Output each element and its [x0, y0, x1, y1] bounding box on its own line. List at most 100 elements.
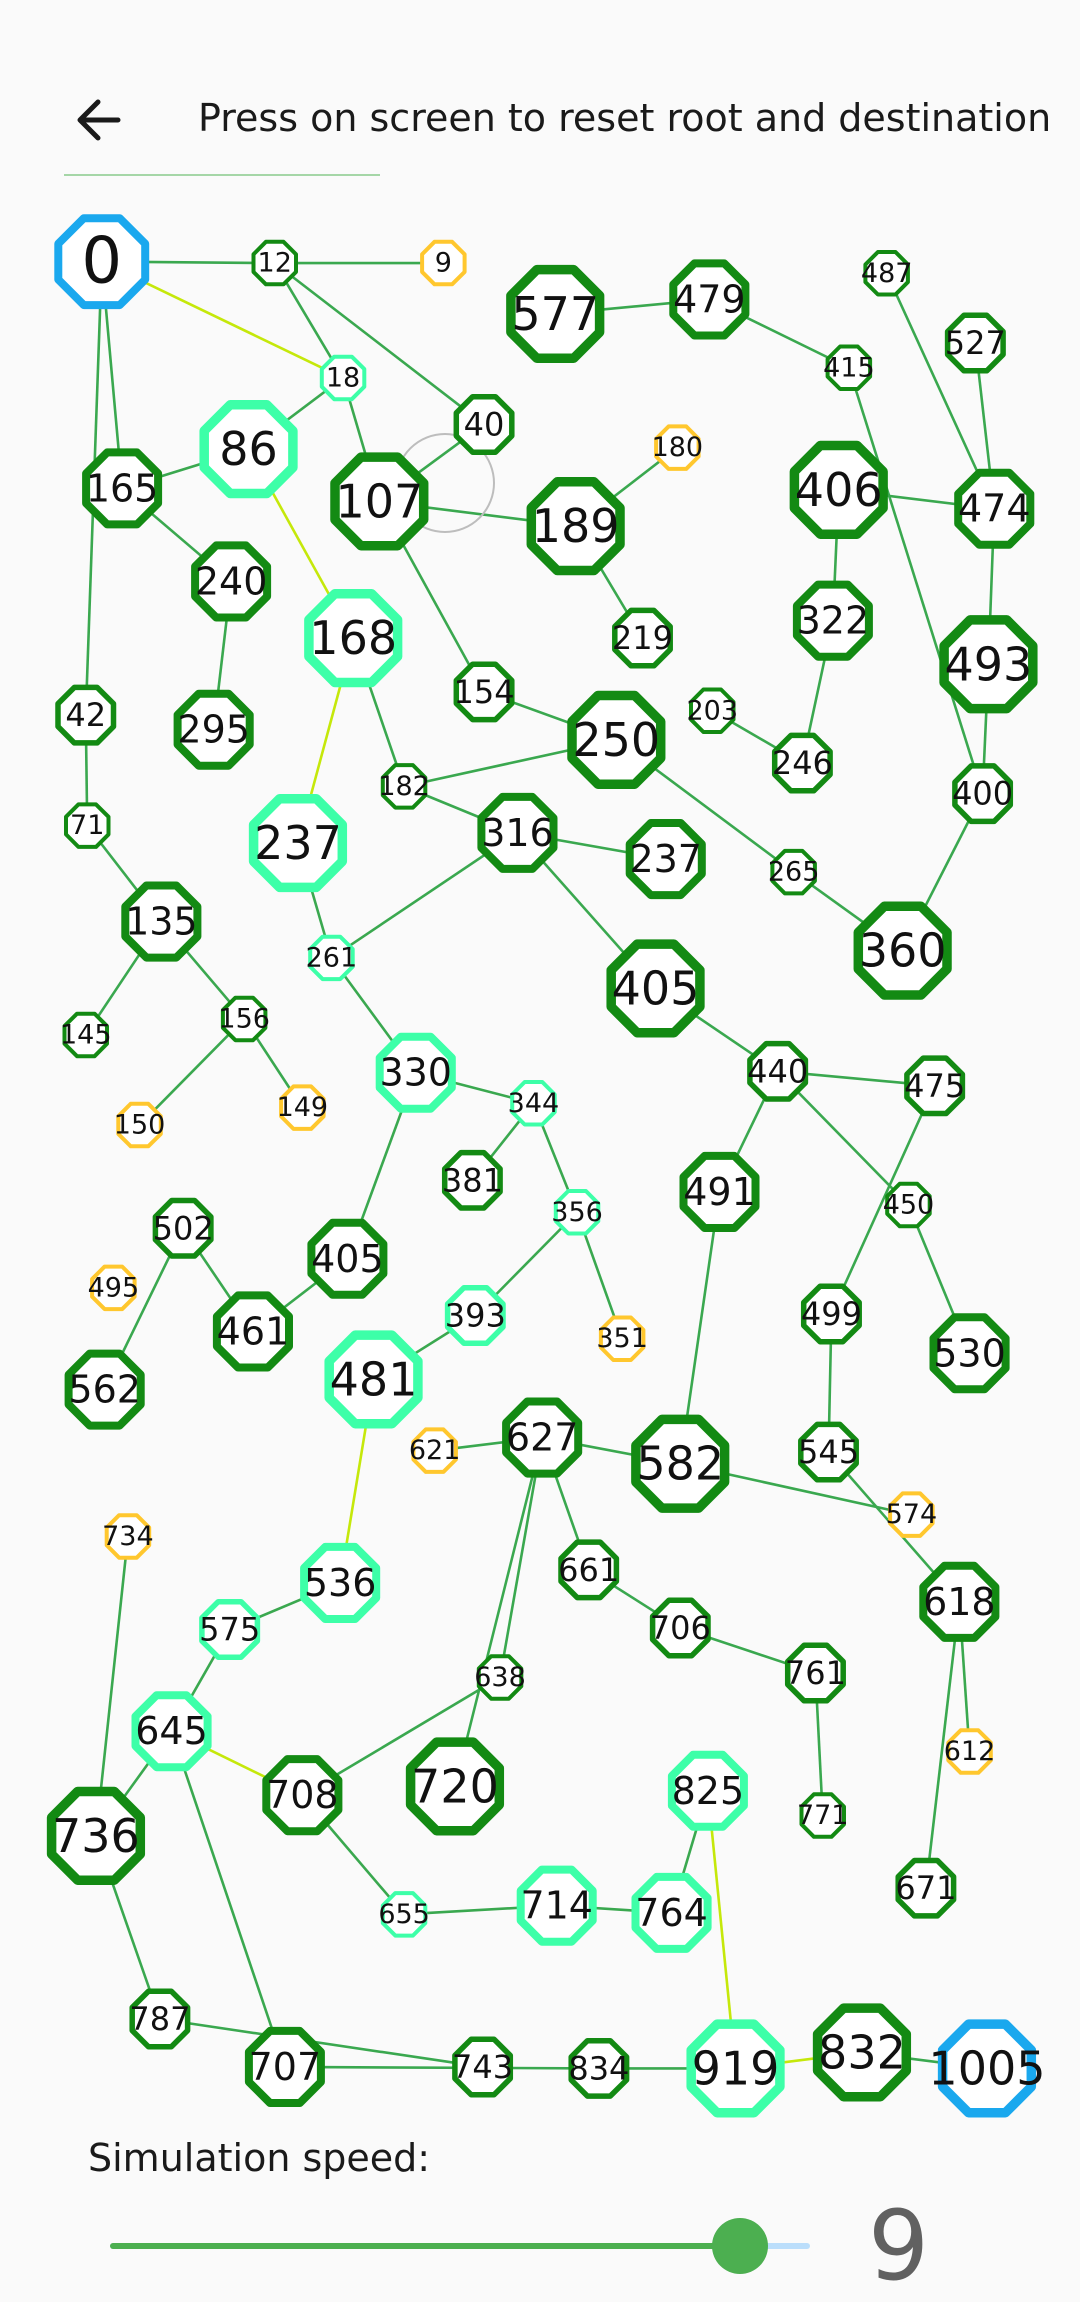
graph-node-714[interactable]: 714	[516, 1865, 597, 1946]
graph-node-787[interactable]: 787	[129, 1988, 190, 2050]
graph-node-499[interactable]: 499	[801, 1283, 862, 1345]
graph-node-461[interactable]: 461	[212, 1291, 293, 1372]
graph-node-237a[interactable]: 237	[248, 793, 348, 893]
graph-node-530[interactable]: 530	[929, 1313, 1010, 1394]
graph-node-834[interactable]: 834	[568, 2037, 629, 2099]
graph-node-734[interactable]: 734	[102, 1513, 154, 1560]
graph-node-182[interactable]: 182	[378, 763, 430, 810]
graph-node-487[interactable]: 487	[861, 250, 913, 297]
graph-node-706[interactable]: 706	[650, 1597, 711, 1659]
graph-node-832[interactable]: 832	[812, 2003, 912, 2102]
speed-slider[interactable]	[110, 2218, 810, 2274]
graph-node-612[interactable]: 612	[944, 1728, 996, 1775]
graph-node-240[interactable]: 240	[191, 541, 272, 622]
graph-node-9[interactable]: 9	[420, 239, 467, 287]
graph-node-135[interactable]: 135	[121, 881, 202, 962]
graph-node-360[interactable]: 360	[853, 901, 952, 1000]
graph-node-180[interactable]: 180	[652, 424, 704, 471]
graph-node-405a[interactable]: 405	[606, 939, 705, 1038]
graph-node-1005[interactable]: 1005	[928, 2019, 1046, 2118]
graph-node-71[interactable]: 71	[64, 802, 111, 849]
graph-node-189[interactable]: 189	[526, 477, 625, 576]
graph-node-661[interactable]: 661	[558, 1539, 619, 1601]
graph-node-574[interactable]: 574	[886, 1491, 938, 1538]
graph-node-491[interactable]: 491	[679, 1151, 760, 1232]
graph-node-736[interactable]: 736	[46, 1786, 146, 1885]
graph-node-149[interactable]: 149	[277, 1084, 329, 1131]
graph-node-536[interactable]: 536	[300, 1542, 381, 1623]
graph-node-562[interactable]: 562	[64, 1349, 145, 1430]
graph-node-168[interactable]: 168	[304, 589, 403, 688]
node-octagon	[631, 1872, 712, 1953]
graph-node-261[interactable]: 261	[306, 934, 358, 982]
graph-node-502[interactable]: 502	[153, 1197, 214, 1259]
graph-node-265[interactable]: 265	[768, 848, 820, 896]
graph-node-479[interactable]: 479	[669, 259, 750, 340]
graph-node-707[interactable]: 707	[244, 2026, 325, 2107]
graph-node-0[interactable]: 0	[54, 214, 150, 310]
graph-node-527[interactable]: 527	[945, 312, 1006, 374]
graph-node-415[interactable]: 415	[823, 344, 875, 391]
graph-node-545[interactable]: 545	[798, 1421, 859, 1483]
graph-node-720[interactable]: 720	[405, 1737, 505, 1836]
graph-node-475[interactable]: 475	[904, 1055, 965, 1117]
graph-node-40[interactable]: 40	[453, 393, 515, 455]
graph-node-621[interactable]: 621	[409, 1427, 461, 1474]
graph-node-12[interactable]: 12	[251, 239, 298, 287]
graph-node-627[interactable]: 627	[502, 1397, 583, 1478]
graph-node-246[interactable]: 246	[772, 732, 833, 794]
graph-node-107[interactable]: 107	[330, 452, 429, 551]
graph-node-295[interactable]: 295	[173, 689, 254, 770]
graph-node-86[interactable]: 86	[199, 400, 298, 499]
graph-node-919[interactable]: 919	[686, 2019, 785, 2118]
graph-node-393[interactable]: 393	[445, 1285, 506, 1346]
graph-node-322[interactable]: 322	[792, 580, 873, 661]
graph-node-671[interactable]: 671	[895, 1857, 956, 1919]
slider-thumb[interactable]	[712, 2218, 768, 2274]
graph-node-400[interactable]: 400	[952, 763, 1013, 825]
graph-node-165[interactable]: 165	[82, 448, 163, 529]
graph-node-577[interactable]: 577	[506, 264, 605, 364]
graph-node-219[interactable]: 219	[612, 607, 673, 669]
node-label: 0	[81, 225, 122, 299]
graph-node-237b[interactable]: 237	[625, 819, 706, 900]
arrow-left-icon[interactable]	[70, 90, 130, 150]
graph-node-645[interactable]: 645	[131, 1691, 212, 1772]
graph-node-474[interactable]: 474	[954, 468, 1035, 549]
graph-node-351[interactable]: 351	[596, 1315, 648, 1362]
graph-node-761[interactable]: 761	[785, 1642, 846, 1704]
graph-node-481[interactable]: 481	[324, 1330, 423, 1429]
node-octagon	[510, 1080, 557, 1127]
graph-node-450[interactable]: 450	[883, 1181, 935, 1229]
graph-node-405b[interactable]: 405	[307, 1218, 388, 1299]
graph-node-150[interactable]: 150	[114, 1101, 166, 1149]
graph-node-655[interactable]: 655	[378, 1891, 430, 1938]
graph-node-203[interactable]: 203	[686, 687, 738, 734]
graph-node-440[interactable]: 440	[747, 1040, 808, 1102]
graph-node-743[interactable]: 743	[452, 2036, 513, 2098]
graph-node-344[interactable]: 344	[508, 1080, 560, 1127]
graph-node-406[interactable]: 406	[789, 440, 888, 539]
graph-node-42[interactable]: 42	[55, 684, 117, 746]
graph-node-381[interactable]: 381	[442, 1149, 503, 1211]
graph-node-618[interactable]: 618	[919, 1561, 1000, 1642]
node-label: 475	[904, 1067, 965, 1105]
graph-node-356[interactable]: 356	[551, 1189, 603, 1236]
graph-node-18[interactable]: 18	[319, 354, 367, 402]
graph-node-493[interactable]: 493	[939, 615, 1038, 714]
graph-node-708[interactable]: 708	[262, 1755, 343, 1836]
graph-node-330[interactable]: 330	[375, 1032, 456, 1113]
graph-node-638[interactable]: 638	[474, 1654, 526, 1701]
graph-node-154[interactable]: 154	[453, 661, 515, 723]
graph-node-495[interactable]: 495	[88, 1264, 140, 1312]
graph-node-764[interactable]: 764	[631, 1872, 712, 1953]
graph-node-156[interactable]: 156	[218, 995, 270, 1043]
graph-node-825[interactable]: 825	[667, 1750, 748, 1831]
graph-node-316[interactable]: 316	[477, 792, 558, 873]
graph-node-575[interactable]: 575	[199, 1598, 260, 1660]
graph-node-250[interactable]: 250	[567, 690, 666, 789]
graph-node-771[interactable]: 771	[797, 1792, 849, 1839]
graph-node-145[interactable]: 145	[60, 1011, 112, 1059]
graph-node-582[interactable]: 582	[631, 1414, 730, 1513]
